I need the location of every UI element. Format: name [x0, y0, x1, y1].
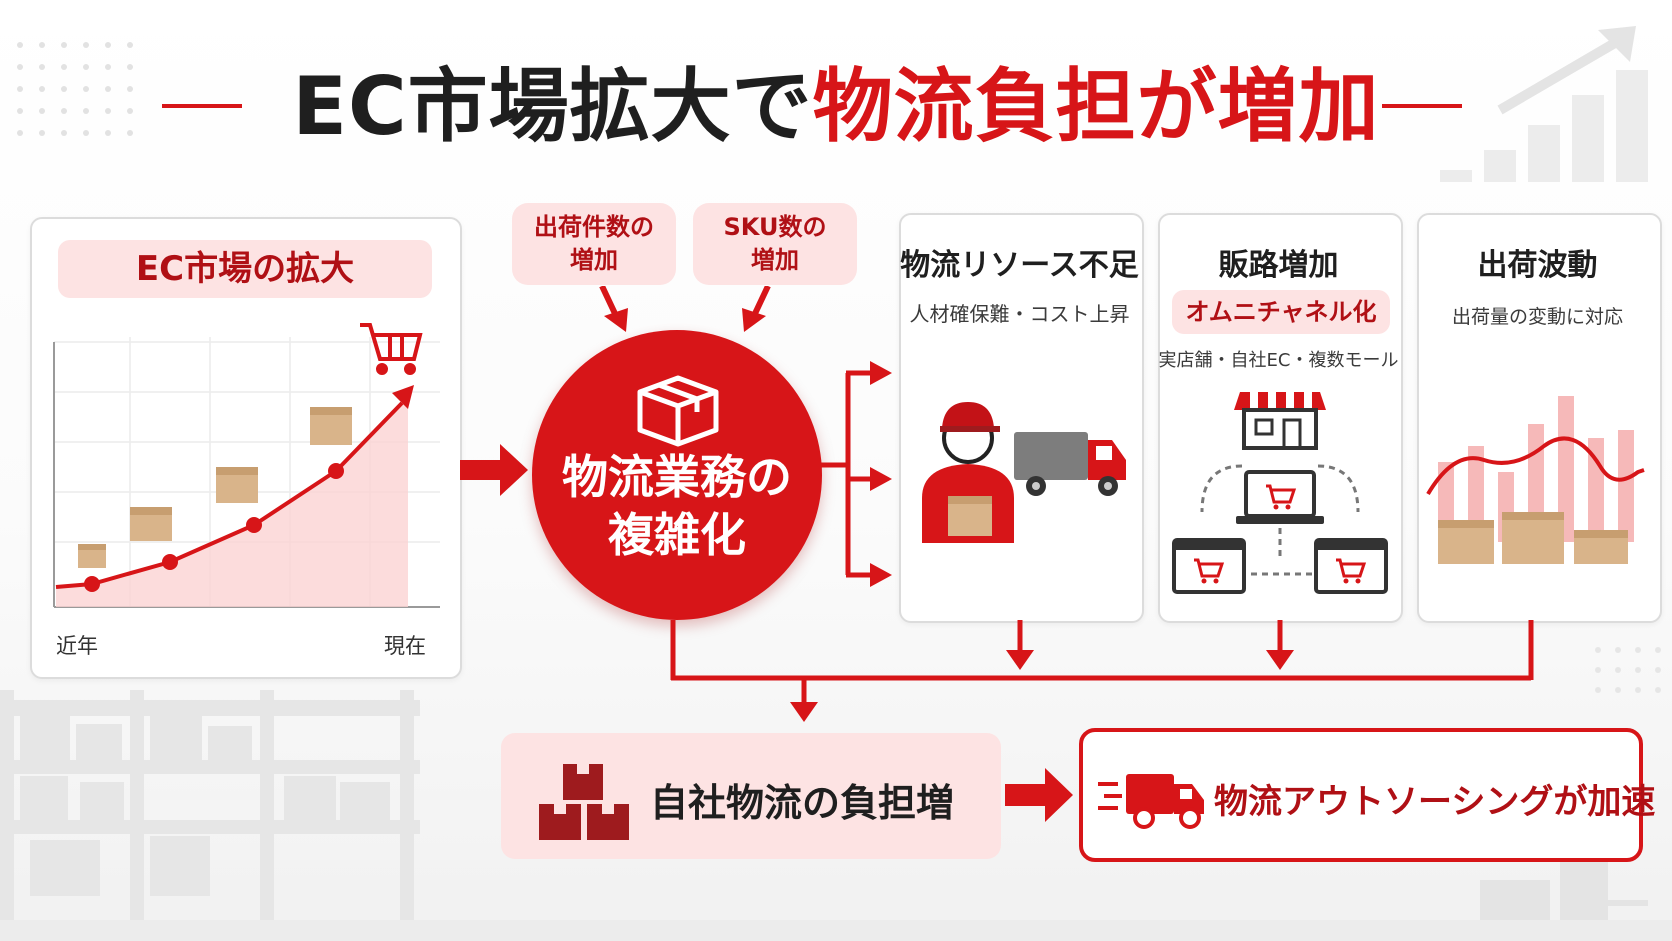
outsourcing-box — [1079, 728, 1643, 862]
input-label-line1: 出荷件数の — [534, 213, 654, 241]
cardboard-box-icon — [637, 375, 719, 447]
burden-label: 自社物流の負担増 — [650, 781, 955, 825]
title-part-red: 物流負担が増加 — [812, 60, 1380, 153]
input-shipments-increase: 出荷件数の 増加 — [512, 203, 676, 285]
browser-cart-icon — [1172, 538, 1246, 594]
input-label-line1: SKU数の — [723, 213, 827, 241]
factor-panel-resources — [899, 213, 1144, 623]
factor-title-resources: 物流リソース不足 — [900, 248, 1139, 283]
title-rule-right — [1382, 104, 1462, 108]
complexity-label: 物流業務の 複雑化 — [532, 448, 822, 564]
omnichannel-diagram — [1172, 392, 1388, 594]
x-axis-end-label: 現在 — [384, 634, 426, 658]
growth-box-icon — [78, 407, 352, 568]
cart-icon — [360, 323, 423, 375]
arrow-to-outsourcing — [1005, 768, 1073, 822]
storefront-icon — [1234, 392, 1326, 450]
complexity-line2: 複雑化 — [608, 508, 746, 562]
input-label-line2: 増加 — [570, 246, 618, 274]
browser-cart-icon — [1314, 538, 1388, 594]
stacked-boxes-icon — [1438, 512, 1628, 564]
laptop-cart-icon — [1236, 470, 1324, 524]
outsourcing-label: 物流アウトソーシングが加速 — [1214, 782, 1656, 822]
factor-title-channels: 販路増加 — [1218, 248, 1339, 283]
title-part-dark: EC市場拡大で — [292, 60, 813, 153]
market-growth-chart — [53, 323, 440, 608]
fast-truck-icon — [1098, 774, 1204, 829]
input-arrows — [599, 286, 771, 332]
x-axis-start-label: 近年 — [56, 634, 98, 658]
stacked-boxes-burden-icon — [539, 764, 629, 840]
delivery-worker-icon — [922, 402, 1126, 543]
input-sku-increase: SKU数の 増加 — [693, 203, 857, 285]
wave-bar-icon — [1426, 396, 1645, 564]
market-header: EC市場の拡大 — [58, 240, 432, 298]
truck-icon — [1014, 432, 1126, 496]
convergence-arrows — [670, 620, 1534, 722]
arrow-to-center — [460, 444, 528, 496]
factor-subtitle-channels: 実店舗・自社EC・複数モール — [1158, 350, 1399, 371]
input-label-line2: 増加 — [751, 246, 799, 274]
branch-arrows — [820, 361, 892, 587]
title-rule-left — [162, 104, 242, 108]
complexity-line1: 物流業務の — [562, 450, 792, 504]
factor-subtitle-fluctuation: 出荷量の変動に対応 — [1451, 306, 1623, 328]
page-title: EC市場拡大で物流負担が増加 — [0, 52, 1672, 162]
factor-title-fluctuation: 出荷波動 — [1477, 248, 1598, 283]
title-row: EC市場拡大で物流負担が増加 — [0, 52, 1672, 162]
omnichannel-tag: オムニチャネル化 — [1172, 290, 1390, 334]
factor-subtitle-resources: 人材確保難・コスト上昇 — [909, 302, 1130, 326]
